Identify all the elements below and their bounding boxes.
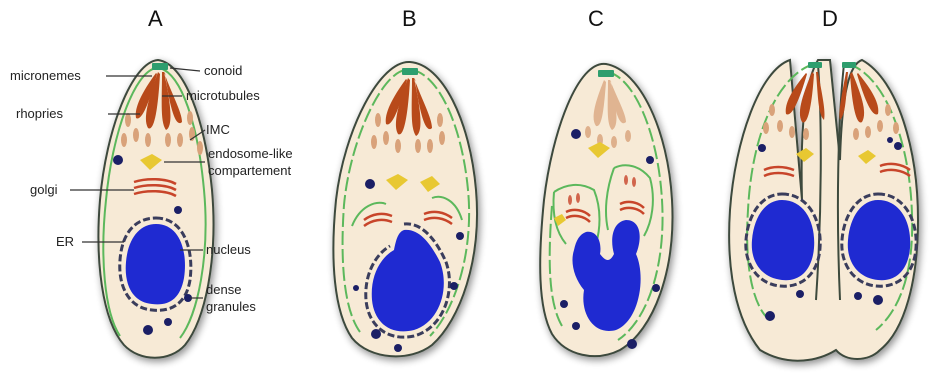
cell-d — [729, 60, 918, 361]
cell-a — [98, 60, 213, 358]
label-er: ER — [56, 234, 74, 249]
label-nucleus: nucleus — [206, 242, 251, 257]
cell-a-conoid — [152, 63, 168, 70]
panel-label-a: A — [148, 6, 163, 31]
panel-label-d: D — [822, 6, 838, 31]
cell-d-nucleus-right — [848, 200, 910, 280]
cell-d-nucleus-left — [752, 200, 814, 280]
label-endosome-line2: compartement — [208, 163, 291, 178]
cell-d-conoid-right — [842, 62, 856, 68]
label-imc: IMC — [206, 122, 230, 137]
panel-label-b: B — [402, 6, 417, 31]
panel-label-c: C — [588, 6, 604, 31]
label-dense-line1: dense — [206, 282, 241, 297]
label-endosome-line1: endosome-like — [208, 146, 293, 161]
cell-b — [333, 62, 477, 356]
label-dense-line2: granules — [206, 299, 256, 314]
label-micronemes: micronemes — [10, 68, 81, 83]
label-golgi: golgi — [30, 182, 58, 197]
cell-c — [540, 64, 672, 356]
label-microtubules: microtubules — [186, 88, 260, 103]
label-rhopries: rhopries — [16, 106, 63, 121]
cell-a-nucleus — [126, 224, 185, 304]
cell-b-conoid — [402, 68, 418, 75]
cell-c-conoid — [598, 70, 614, 77]
cell-d-conoid-left — [808, 62, 822, 68]
label-conoid: conoid — [204, 63, 242, 78]
